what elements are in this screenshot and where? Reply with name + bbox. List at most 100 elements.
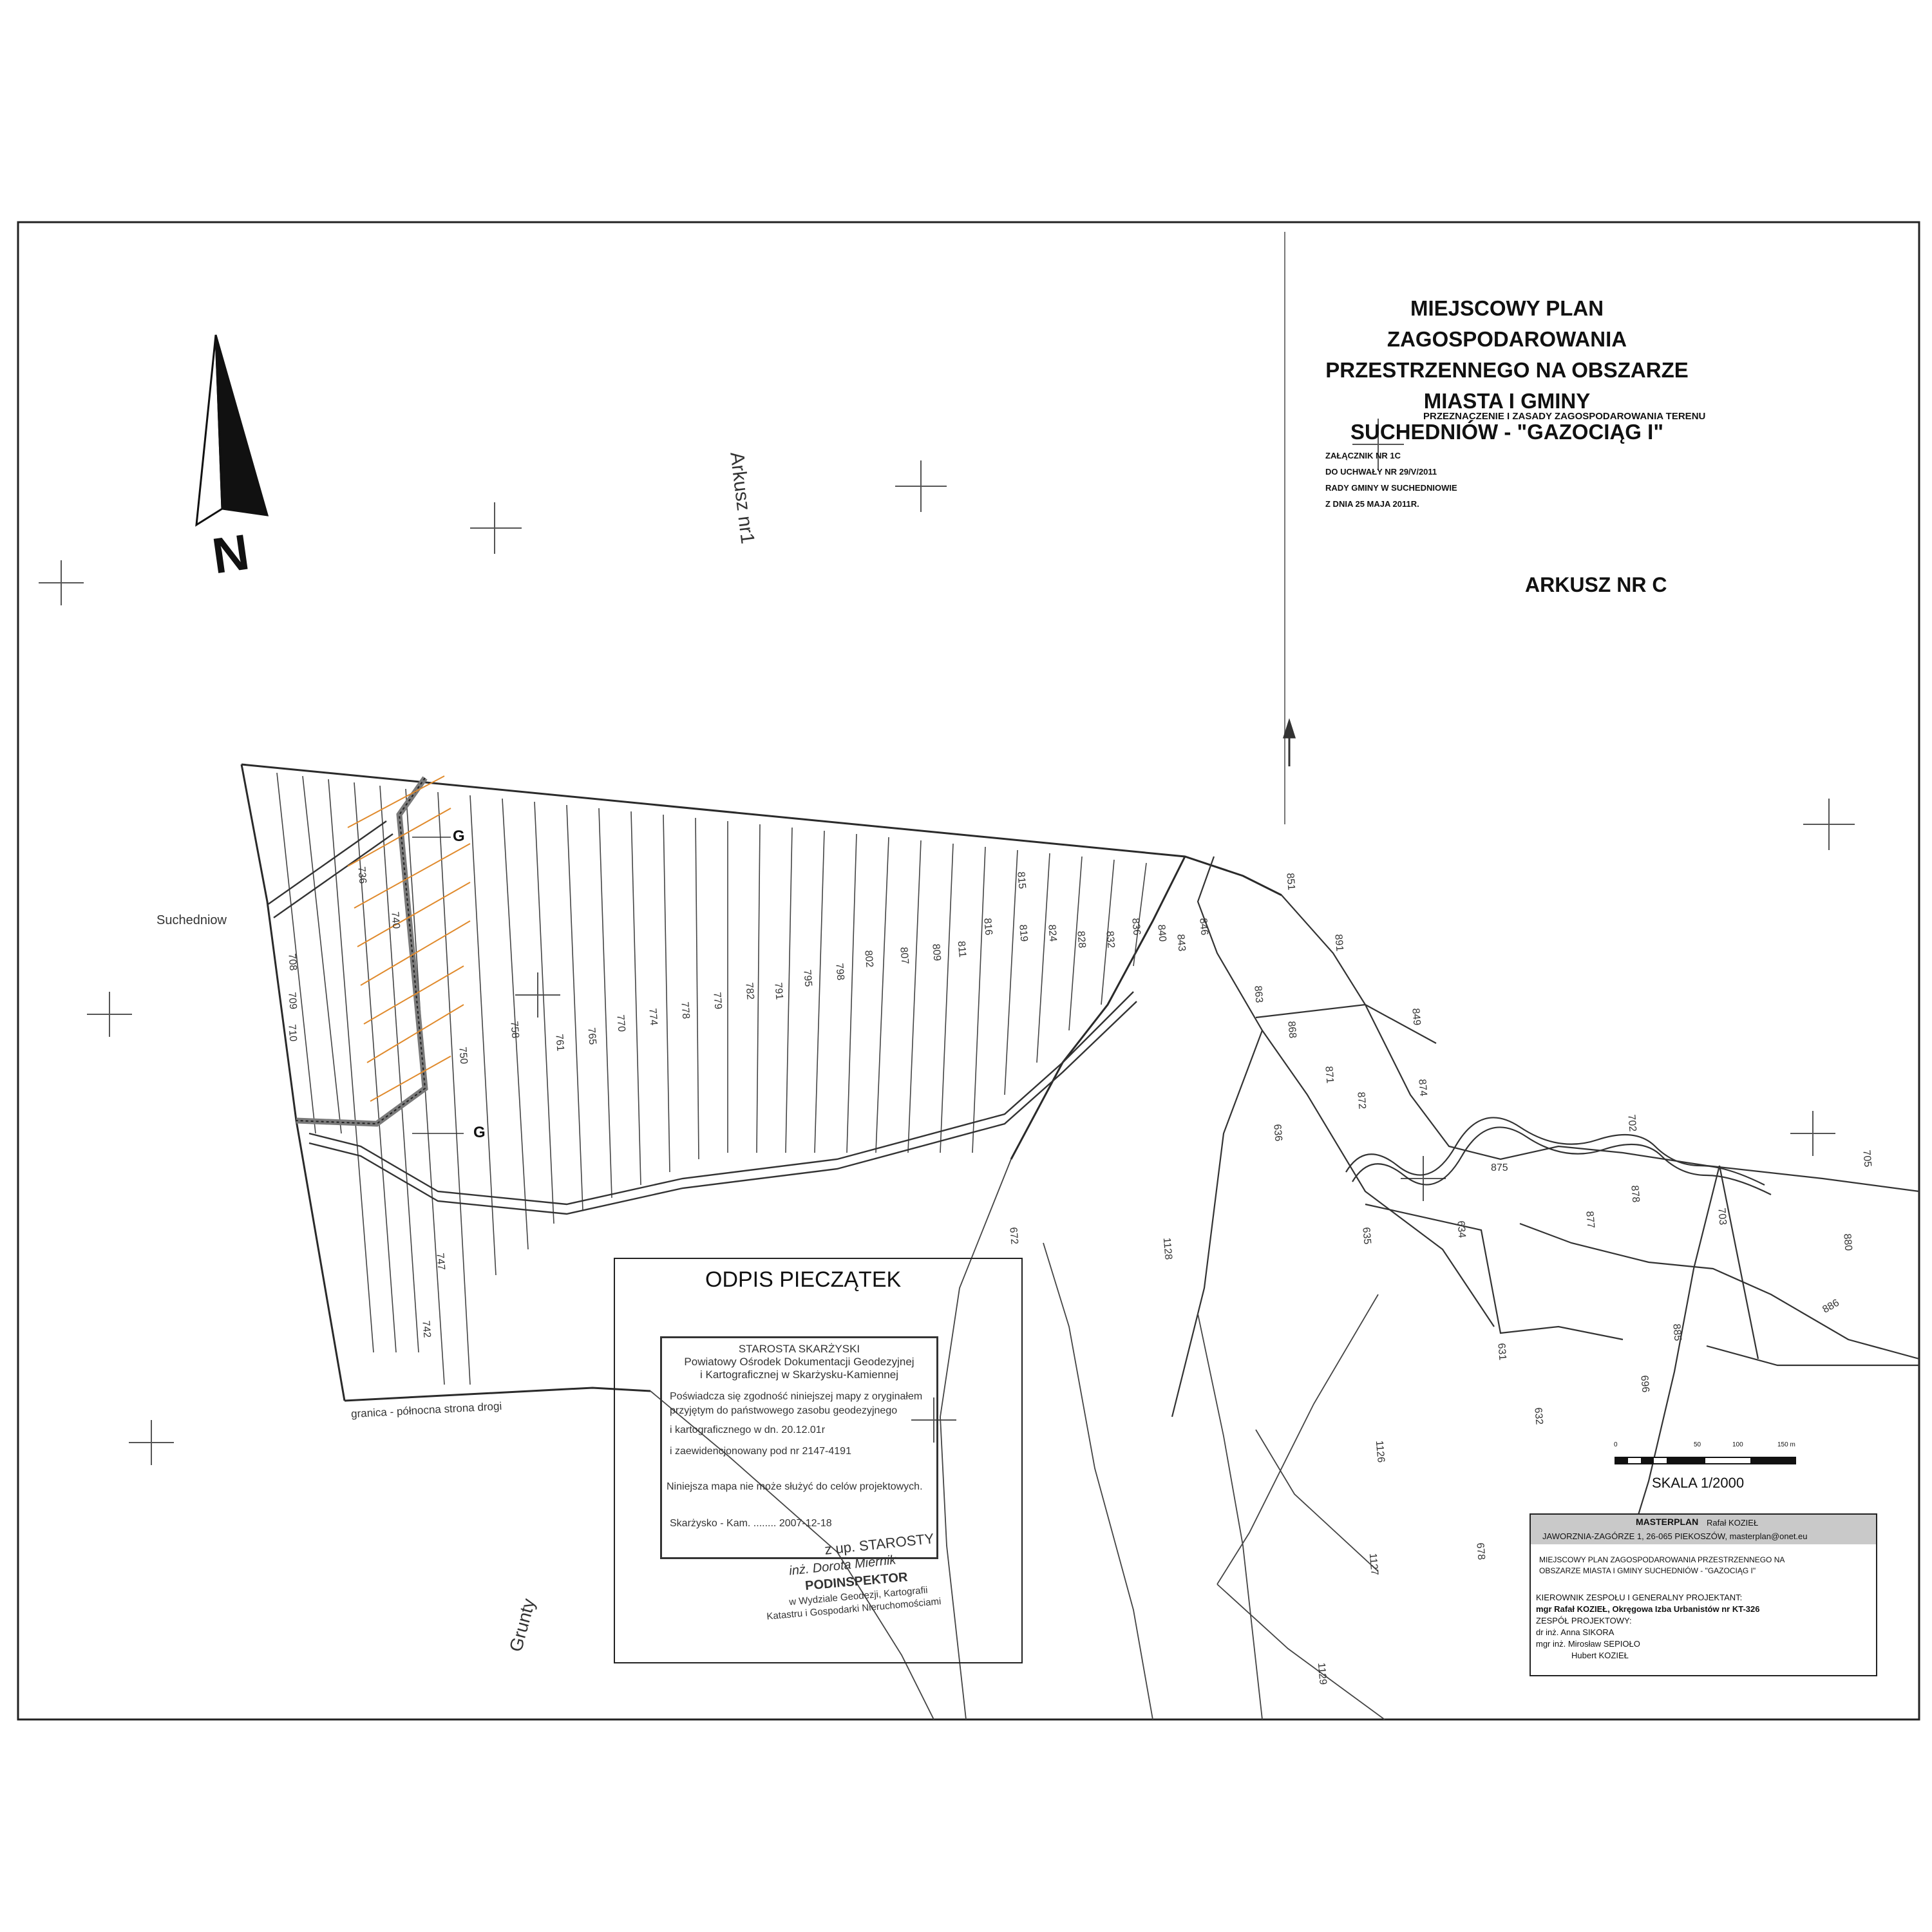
parcel-number: 632 (1532, 1406, 1545, 1425)
parcel-number: 770 (614, 1014, 627, 1032)
parcel-number: 782 (743, 981, 756, 1000)
g-leader-lines (412, 837, 464, 1134)
parcel-number: 634 (1455, 1220, 1468, 1238)
access-road (267, 820, 393, 918)
stamp-certify-line: Poświadcza się zgodność niniejszej mapy … (670, 1391, 923, 1402)
parcel-number: 705 (1861, 1149, 1873, 1168)
zone-g-label-top: G (453, 828, 465, 845)
annex-info: ZAŁĄCZNIK NR 1C DO UCHWAŁY NR 29/V/2011 … (1325, 448, 1457, 512)
stamp-title: ODPIS PIECZĄTEK (705, 1267, 902, 1292)
boundary-arrow-icon (1282, 718, 1296, 766)
annex-line: ZAŁĄCZNIK NR 1C (1325, 451, 1401, 460)
team-line: mgr inż. Mirosław SEPIOŁO (1536, 1639, 1640, 1649)
designer-header (1531, 1515, 1876, 1544)
parcel-number: 761 (553, 1033, 566, 1052)
company-address: JAWORZNIA-ZAGÓRZE 1, 26-065 PIEKOSZÓW, m… (1542, 1531, 1808, 1541)
parcel-number: 631 (1495, 1342, 1508, 1361)
parcel-number: 778 (679, 1001, 692, 1019)
scale-tick: 50 (1694, 1441, 1701, 1448)
parcel-number: 878 (1629, 1184, 1642, 1203)
sheet-label: ARKUSZ NR C (1525, 573, 1667, 596)
parcel-number: 779 (711, 991, 724, 1010)
parcel-number: 742 (420, 1320, 433, 1338)
parcel-number: 798 (833, 962, 846, 981)
parcel-strips (276, 772, 1147, 1385)
parcel-number: 708 (286, 952, 299, 971)
scale-label: SKALA 1/2000 (1652, 1475, 1745, 1491)
parcel-number: 809 (930, 943, 943, 961)
parcel-number: 740 (389, 911, 402, 929)
parcel-number: 819 (1017, 923, 1030, 942)
parcel-number: 811 (955, 940, 968, 958)
parcel-number: 703 (1716, 1207, 1728, 1226)
stamp-box (614, 1258, 1023, 1663)
scale-bar (1615, 1457, 1796, 1464)
parcel-number: 807 (898, 946, 911, 965)
parcel-number: 1129 (1315, 1662, 1329, 1685)
parcel-number: 710 (286, 1023, 299, 1042)
parcel-number: 871 (1323, 1065, 1336, 1084)
parcel-number: 1126 (1373, 1440, 1387, 1463)
stamp-certify-line: i kartograficznego w dn. 20.12.01r (670, 1425, 826, 1435)
parcel-number: 702 (1625, 1113, 1638, 1132)
plan-subtitle: PRZEZNACZENIE I ZASADY ZAGOSPODAROWANIA … (1423, 411, 1706, 422)
parcel-number: 843 (1175, 933, 1188, 952)
parcel-number: 765 (585, 1027, 598, 1045)
stamp-office-line: STAROSTA SKARŻYSKI (738, 1343, 860, 1355)
east-parcels (1171, 856, 1920, 1566)
plan-title-line-1: MIEJSCOWY PLAN ZAGOSPODAROWANIA (1387, 296, 1627, 351)
company-name: MASTERPLAN (1636, 1517, 1699, 1527)
parcel-number: 1127 (1367, 1553, 1380, 1576)
south-boundaries (650, 1159, 1385, 1720)
annex-line: RADY GMINY W SUCHEDNIOWIE (1325, 483, 1457, 493)
parcel-number: 758 (508, 1020, 521, 1039)
parcel-number: 736 (355, 866, 368, 884)
parcel-number: 875 (1491, 1162, 1508, 1173)
parcel-number: 1128 (1160, 1237, 1174, 1260)
town-label: Suchedniow (156, 913, 227, 927)
grid-crosses (39, 419, 1855, 1465)
map-frame (17, 221, 1920, 1721)
scale-tick: 0 (1614, 1441, 1618, 1448)
parcel-number: 672 (1007, 1226, 1020, 1245)
parcel-number: 791 (772, 981, 785, 1000)
parcel-number: 696 (1638, 1374, 1651, 1393)
certification-stamp (660, 1336, 938, 1559)
parcel-number: 815 (1015, 871, 1028, 889)
scale-tick: 100 (1732, 1441, 1743, 1448)
stamp-certify-line: przyjętym do państwowego zasobu geodezyj… (670, 1405, 898, 1416)
plan-title-line-2: PRZESTRZENNEGO NA OBSZARZE MIASTA I GMIN… (1325, 358, 1689, 413)
plan-title-line-3: SUCHEDNIÓW - "GAZOCIĄG I" (1350, 420, 1663, 444)
parcel-number: 891 (1332, 933, 1345, 952)
team-line: dr inż. Anna SIKORA (1536, 1627, 1615, 1637)
stamp-office-line: Powiatowy Ośrodek Dokumentacji Geodezyjn… (684, 1356, 914, 1368)
scale-tick: 150 m (1777, 1441, 1795, 1448)
annex-line: DO UCHWAŁY NR 29/V/2011 (1325, 467, 1437, 477)
parcel-number: 635 (1360, 1226, 1373, 1245)
team-line: Hubert KOZIEŁ (1571, 1651, 1629, 1660)
zone-g-label-bottom: G (473, 1124, 486, 1141)
parcel-number: 832 (1104, 930, 1117, 949)
parcel-number: 880 (1841, 1233, 1854, 1251)
annex-line: Z DNIA 25 MAJA 2011R. (1325, 499, 1419, 509)
north-arrow-icon (195, 334, 269, 527)
plan-title: MIEJSCOWY PLAN ZAGOSPODAROWANIA PRZESTRZ… (1301, 293, 1713, 448)
parcel-number: 846 (1197, 917, 1210, 936)
stamp-place-date: Skarżysko - Kam. ........ 2007-12-18 (670, 1518, 832, 1529)
parcel-number: 877 (1584, 1210, 1596, 1229)
parcel-number: 750 (457, 1046, 469, 1065)
parcel-number: 678 (1474, 1542, 1487, 1560)
stamp-office-line: i Kartograficznej w Skarżysku-Kamiennej (699, 1368, 898, 1381)
parcel-number: 872 (1355, 1091, 1368, 1110)
parcel-outline (240, 763, 1282, 1402)
parcel-number: 868 (1285, 1020, 1298, 1039)
parcel-number: 816 (981, 917, 994, 936)
parcel-number: 836 (1130, 917, 1142, 936)
company-owner: Rafał KOZIEŁ (1707, 1518, 1759, 1528)
parcel-number: 828 (1075, 930, 1088, 949)
parcel-number: 851 (1284, 872, 1297, 891)
team-line: ZESPÓŁ PROJEKTOWY: (1536, 1616, 1632, 1625)
parcel-number: 636 (1271, 1123, 1284, 1142)
parcel-number: 802 (862, 949, 875, 968)
